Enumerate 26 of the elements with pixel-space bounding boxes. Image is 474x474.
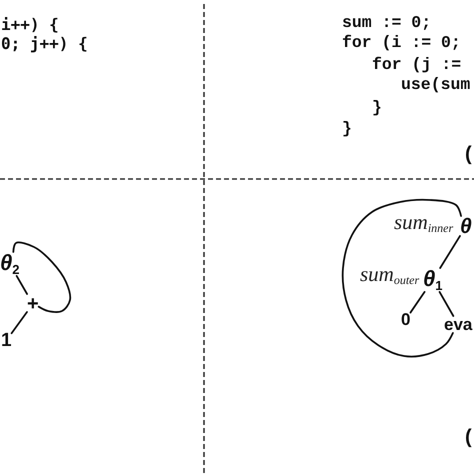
operator-label: + — [27, 294, 39, 314]
panel-label: ( — [465, 143, 472, 165]
code-line: use(sum — [401, 74, 470, 95]
constant-label: 1 — [1, 331, 12, 350]
code-line: } — [342, 118, 352, 139]
loop-curve — [342, 198, 462, 358]
variable-label: θ$_{1}$ — [423, 268, 443, 292]
panel-label: ( — [465, 426, 472, 448]
connector-line — [10, 311, 28, 334]
variable-name: sum$_{outer}$ — [360, 264, 420, 286]
code-line: for (j := — [372, 54, 462, 75]
variable-label: θ — [460, 216, 472, 237]
connector-line — [410, 291, 426, 314]
code-line: i++) { — [1, 15, 59, 35]
loop-curve — [12, 242, 72, 313]
connector-line — [16, 275, 28, 295]
connector-line — [438, 291, 454, 317]
constant-label: 0 — [401, 311, 410, 328]
variable-label: θ$_{2}$ — [0, 252, 20, 276]
variable-name: sum$_{inner}$ — [394, 212, 454, 234]
function-label: eva — [444, 316, 472, 333]
code-line: sum := 0; — [342, 12, 432, 33]
code-line: 0; j++) { — [1, 34, 88, 54]
code-line: } — [372, 97, 382, 118]
connector-line — [439, 235, 461, 269]
code-line: for (i := 0; — [342, 32, 461, 53]
